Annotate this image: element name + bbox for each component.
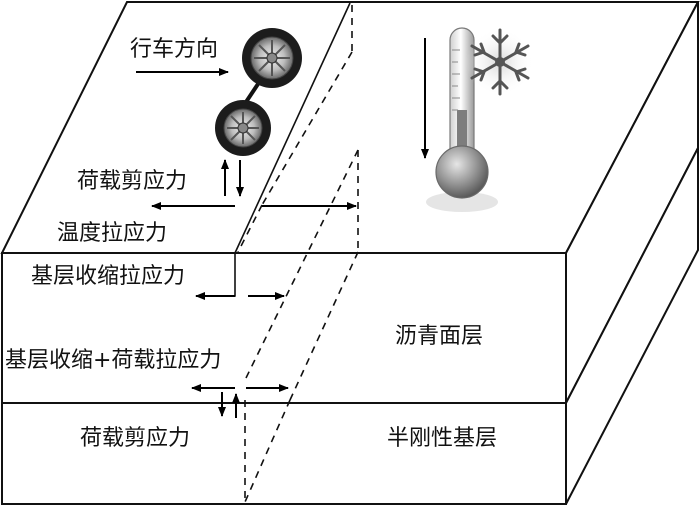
crack-top-edge: [234, 2, 351, 254]
label-base-shrink-plus-load-tension: 基层收缩+荷载拉应力: [5, 348, 221, 373]
label-load-shear-top: 荷载剪应力: [77, 169, 187, 194]
crack-dashed-diagonal-2: [289, 251, 359, 401]
labels: 行车方向 荷载剪应力 温度拉应力 基层收缩拉应力 基层收缩+荷载拉应力 沥青面层…: [5, 37, 497, 451]
label-base-shrink-tension: 基层收缩拉应力: [31, 264, 185, 289]
stress-arrows: [136, 38, 429, 418]
label-driving-direction: 行车方向: [130, 37, 218, 62]
label-asphalt-layer: 沥青面层: [395, 324, 483, 349]
label-semi-rigid-base: 半刚性基层: [387, 426, 497, 451]
crack-dashed-inner: [237, 204, 263, 253]
label-temperature-tension: 温度拉应力: [57, 221, 167, 246]
crack-dashed-back: [261, 51, 353, 206]
tire-rear: [215, 100, 271, 156]
tire-front: [242, 28, 302, 88]
snowflake-icon: [466, 28, 534, 96]
crack-dashed-front-base: [244, 399, 291, 503]
label-load-shear-bottom: 荷载剪应力: [80, 426, 190, 451]
crack-dashed-diagonal-1: [244, 149, 359, 381]
asphalt-layer-front: [1, 252, 567, 404]
crack: [198, 2, 359, 503]
base-layer-front: [1, 402, 567, 505]
tire-icon: [215, 28, 302, 156]
side-face-base: [565, 147, 699, 505]
